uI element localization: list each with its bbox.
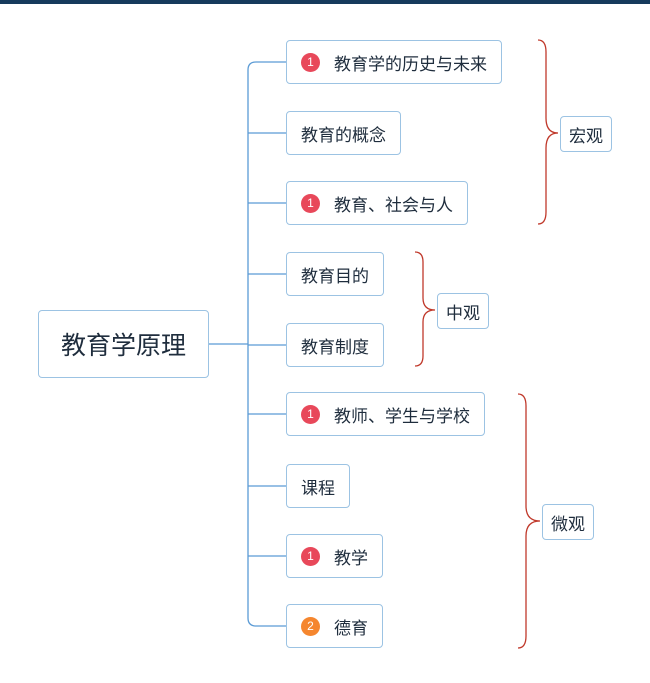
priority-1-icon: 1 bbox=[301, 193, 320, 213]
group-node-macro[interactable]: 宏观 bbox=[560, 116, 612, 152]
topic-node-society-people[interactable]: 1 教育、社会与人 bbox=[286, 181, 468, 225]
topic-node-curriculum[interactable]: 课程 bbox=[286, 464, 350, 508]
group-node-micro[interactable]: 微观 bbox=[542, 504, 594, 540]
topic-node-system[interactable]: 教育制度 bbox=[286, 323, 384, 367]
brace-micro bbox=[517, 393, 541, 649]
priority-1-icon: 1 bbox=[301, 404, 320, 424]
topic-label: 课程 bbox=[301, 478, 335, 499]
topic-node-purpose[interactable]: 教育目的 bbox=[286, 252, 384, 296]
group-node-meso[interactable]: 中观 bbox=[437, 293, 489, 329]
group-label: 宏观 bbox=[569, 126, 603, 147]
topic-node-moral-education[interactable]: 2 德育 bbox=[286, 604, 383, 648]
topic-label: 教育的概念 bbox=[301, 125, 386, 146]
priority-1-icon: 1 bbox=[301, 52, 320, 72]
priority-1-icon: 1 bbox=[301, 546, 320, 566]
topic-label: 教育、社会与人 bbox=[334, 195, 453, 216]
topic-node-teaching[interactable]: 1 教学 bbox=[286, 534, 383, 578]
root-label: 教育学原理 bbox=[60, 331, 186, 360]
topic-label: 德育 bbox=[334, 618, 368, 639]
topic-node-concept[interactable]: 教育的概念 bbox=[286, 111, 401, 155]
brace-meso bbox=[414, 251, 436, 367]
top-bar bbox=[0, 0, 650, 4]
topic-label: 教学 bbox=[334, 548, 368, 569]
connector-branches bbox=[248, 132, 286, 557]
connector-trunk bbox=[209, 61, 286, 627]
topic-label: 教育制度 bbox=[301, 337, 369, 358]
topic-label: 教育学的历史与未来 bbox=[334, 54, 487, 75]
priority-2-icon: 2 bbox=[301, 616, 320, 636]
root-node[interactable]: 教育学原理 bbox=[38, 310, 209, 378]
group-label: 中观 bbox=[446, 303, 480, 324]
brace-macro bbox=[537, 39, 559, 225]
topic-label: 教师、学生与学校 bbox=[334, 406, 470, 427]
group-label: 微观 bbox=[551, 514, 585, 535]
topic-label: 教育目的 bbox=[301, 266, 369, 287]
topic-node-teacher-student-school[interactable]: 1 教师、学生与学校 bbox=[286, 392, 485, 436]
topic-node-history-future[interactable]: 1 教育学的历史与未来 bbox=[286, 40, 502, 84]
